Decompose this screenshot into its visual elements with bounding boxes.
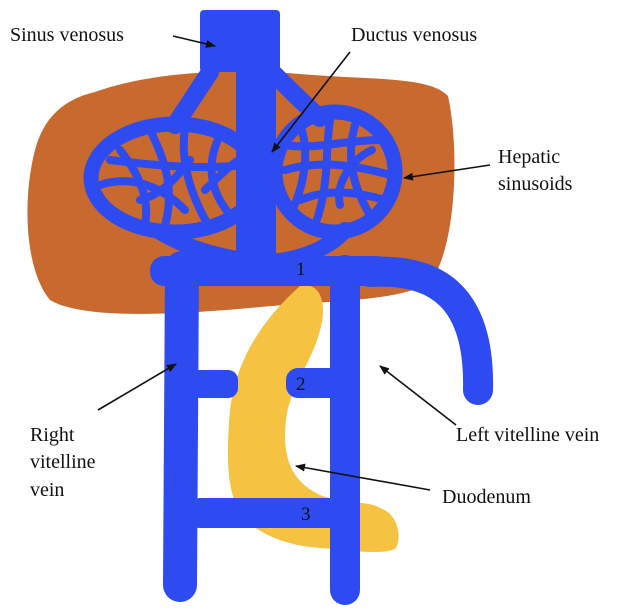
sinus-venosus-label: Sinus venosus	[10, 24, 124, 46]
anastomosis-3-number: 3	[301, 504, 311, 525]
anastomosis-2-left-segment	[286, 368, 346, 398]
anastomosis-1-number: 1	[296, 259, 306, 280]
left-vitelline-arrow	[380, 366, 456, 425]
ductus-venosus-vessel	[236, 60, 276, 270]
right-vitelline-label-line3: vein	[30, 479, 64, 501]
ductus-venosus-label: Ductus venosus	[351, 24, 477, 46]
right-vitelline-label-line1: Right	[30, 424, 75, 446]
anastomosis-2-right-segment	[190, 370, 238, 398]
anastomosis-2-number: 2	[296, 374, 306, 395]
right-vitelline-label-line2: vitelline	[30, 451, 96, 473]
hepatic-sinusoids-label-line1: Hepatic	[498, 146, 560, 168]
left-vitelline-label: Left vitelline vein	[456, 424, 599, 446]
right-vitelline-vein	[180, 268, 182, 585]
duodenum-label: Duodenum	[442, 486, 531, 508]
hepatic-sinusoids-label-line2: sinusoids	[498, 173, 573, 195]
duodenum-arrow	[296, 466, 430, 490]
anastomosis-3-vessel	[190, 498, 355, 528]
